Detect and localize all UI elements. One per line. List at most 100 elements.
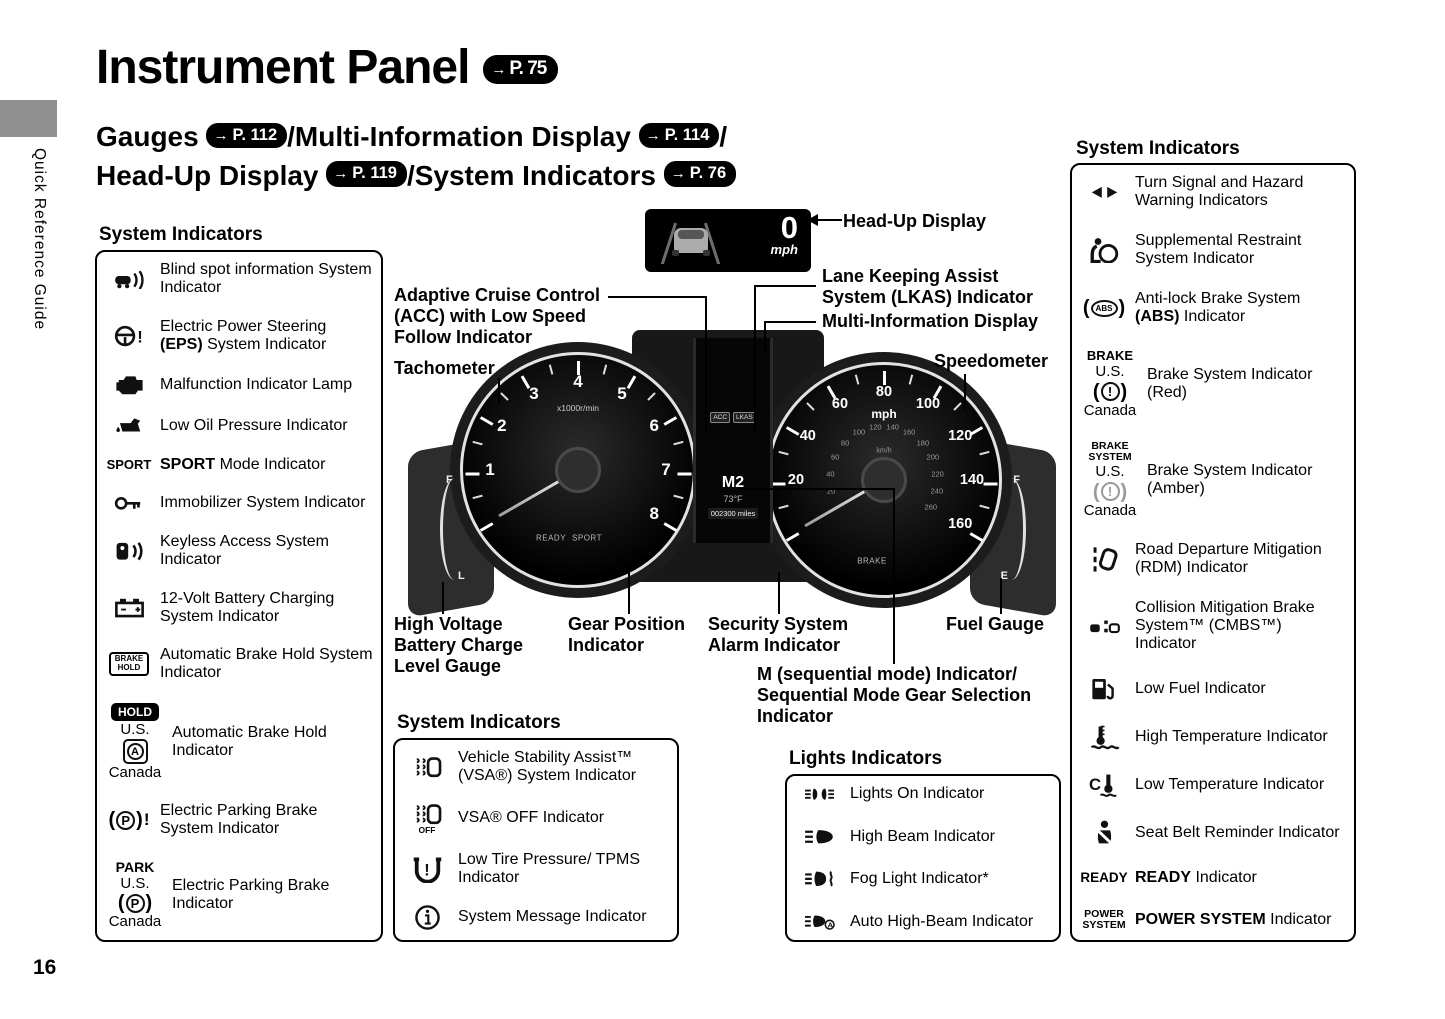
subtitle-text: Gauges xyxy=(96,121,207,152)
hud-speed-readout: 0 mph xyxy=(770,210,798,258)
page-ref-badge[interactable]: →P. 114 xyxy=(638,122,720,149)
indicator-item: Blind spot information System Indicator xyxy=(101,260,377,298)
hud-speed-unit: mph xyxy=(770,242,798,258)
indicator-item: Vehicle Stability Assist™ (VSA®) System … xyxy=(399,748,673,786)
page-ref-badge[interactable]: →P. 112 xyxy=(206,122,288,149)
page-ref-text: P. 75 xyxy=(509,58,547,79)
arrow-right-icon: → xyxy=(645,126,661,144)
subtitle-text: / xyxy=(719,121,728,152)
indicator-item: Turn Signal and Hazard Warning Indicator… xyxy=(1076,173,1350,211)
indicator-label: Blind spot information System Indicator xyxy=(160,261,372,297)
indicator-label: Low Oil Pressure Indicator xyxy=(160,416,348,434)
high-beam-icon xyxy=(795,829,843,845)
callout-gear-position: Gear Position Indicator xyxy=(568,614,686,655)
indicator-item: !Low Tire Pressure/ TPMS Indicator xyxy=(399,850,673,888)
indicator-label: Collision Mitigation Brake System™ (CMBS… xyxy=(1135,599,1315,653)
parking-brake-alert-icon: (P)! xyxy=(108,809,150,832)
battery-gauge-low-mark: L xyxy=(458,570,465,582)
indicator-label: POWER SYSTEM Indicator xyxy=(1135,910,1332,928)
gauge-number: 20 xyxy=(787,472,805,488)
seat-belt-icon xyxy=(1080,820,1128,847)
indicator-label: Automatic Brake Hold Indicator xyxy=(172,724,327,760)
gauge-inner-number: 80 xyxy=(840,438,850,448)
battery-12v-icon xyxy=(105,597,153,618)
callout-tachometer: Tachometer xyxy=(394,358,495,378)
callout-line xyxy=(1000,578,1002,614)
subtitle: Gauges →P. 112/Multi-Information Display… xyxy=(96,118,737,195)
auto-high-beam-icon: A xyxy=(795,914,843,930)
indicator-item: Fog Light Indicator* xyxy=(791,869,1055,889)
vsa-icon xyxy=(403,755,451,779)
eps-steering-icon: ! xyxy=(105,325,153,347)
sport-text-icon: SPORT xyxy=(106,457,152,473)
gauge-number: 8 xyxy=(649,504,659,523)
blind-spot-icon xyxy=(105,270,153,289)
acc-indicator: ACC xyxy=(710,412,731,424)
system-message-info-icon xyxy=(403,904,451,931)
callout-line xyxy=(756,285,816,287)
gauge-inner-number: 120 xyxy=(869,422,882,432)
callout-line xyxy=(442,582,444,614)
head-up-display: 0 mph xyxy=(645,209,811,272)
indicator-item: Collision Mitigation Brake System™ (CMBS… xyxy=(1076,598,1350,654)
mid-indicator-chips: ACC LKAS xyxy=(710,412,756,424)
gauge-tick xyxy=(778,504,789,510)
gauge-hub xyxy=(861,457,907,503)
indicator-item: 12-Volt Battery Charging System Indicato… xyxy=(101,589,377,627)
brake-warning-icon: (!) xyxy=(1092,380,1128,403)
gauge-tick xyxy=(806,402,815,411)
indicator-item: Seat Belt Reminder Indicator xyxy=(1076,819,1350,848)
region-caption: Canada xyxy=(1083,401,1137,419)
page-title-text: Instrument Panel xyxy=(96,41,470,94)
gauge-number: 3 xyxy=(529,383,539,403)
ready-indicator-text: READY xyxy=(535,533,567,543)
gauge-tick xyxy=(500,392,509,401)
hud-car-graphic xyxy=(655,216,727,264)
callout-multi-information-display: Multi-Information Display xyxy=(822,311,1038,331)
oil-pressure-icon xyxy=(105,416,153,435)
subtitle-line: Gauges →P. 112/Multi-Information Display… xyxy=(96,118,736,157)
indicator-label: Brake System Indicator (Amber) xyxy=(1147,462,1313,498)
page-ref-text: P. 76 xyxy=(689,164,727,183)
gauge-inner-number: 60 xyxy=(831,452,840,462)
gauge-tick xyxy=(908,374,914,385)
battery-gauge-arc xyxy=(440,478,469,580)
gauge-inner-number: 100 xyxy=(852,427,866,437)
indicator-item: Low Fuel Indicator xyxy=(1076,674,1350,703)
gauge-tick xyxy=(548,364,554,375)
page-ref-text: P. 114 xyxy=(664,125,710,144)
arrow-right-icon: → xyxy=(213,126,229,144)
callout-line xyxy=(764,321,766,353)
callout-line xyxy=(498,378,500,404)
callout-line xyxy=(705,296,707,434)
brake-indicator-text: BRAKE xyxy=(857,556,887,566)
callout-acc: Adaptive Cruise Control (ACC) with Low S… xyxy=(394,285,601,347)
gauge-number: 7 xyxy=(661,460,671,479)
gauge-inner-number: 40 xyxy=(826,469,835,478)
indicator-label: Electric Power Steering (EPS) System Ind… xyxy=(160,317,327,353)
arrow-right-icon: → xyxy=(491,60,506,78)
page-ref-badge[interactable]: →P. 119 xyxy=(326,161,407,188)
page-ref-badge[interactable]: →P. 75 xyxy=(483,55,559,84)
brake-text-icon: BRAKE xyxy=(1086,348,1134,364)
indicator-label: Supplemental Restraint System Indicator xyxy=(1135,232,1302,268)
speedometer-inner-unit-label: km/h xyxy=(876,447,892,455)
indicator-label: READY Indicator xyxy=(1135,868,1257,886)
gauge-inner-number: 200 xyxy=(926,452,940,462)
callout-battery-gauge: High Voltage Battery Charge Level Gauge xyxy=(394,614,524,676)
indicator-label: System Message Indicator xyxy=(458,908,647,926)
gauge-tick xyxy=(953,402,962,411)
page-ref-badge[interactable]: →P. 76 xyxy=(663,161,737,188)
page-title: Instrument Panel →P. 75 xyxy=(96,40,559,95)
srs-airbag-icon xyxy=(1080,237,1128,264)
right-indicator-panel: Turn Signal and Hazard Warning Indicator… xyxy=(1070,163,1356,942)
